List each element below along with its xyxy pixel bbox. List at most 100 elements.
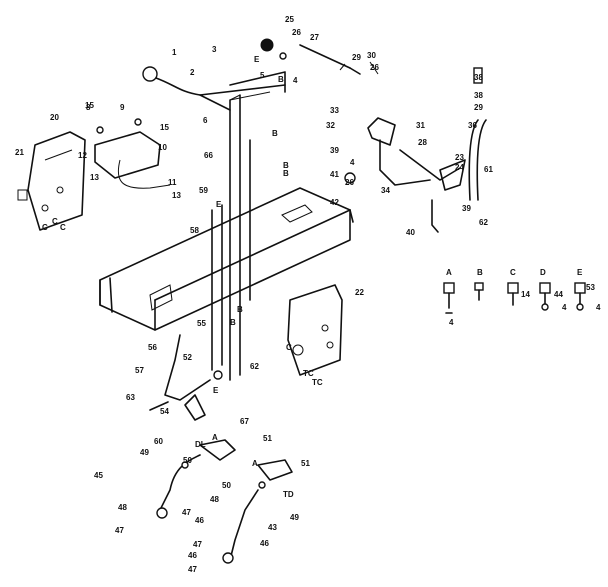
- bolt-e: [574, 282, 586, 311]
- letter-b-6: B: [230, 318, 236, 327]
- letter-e-3: E: [213, 386, 219, 395]
- right-linkage-assembly: [344, 67, 487, 233]
- callout-39: 39: [330, 146, 339, 155]
- control-box: [94, 118, 171, 189]
- lift-lever-assembly: [142, 66, 286, 111]
- callout-63: 63: [126, 393, 135, 402]
- bottom-left-linkage: [156, 439, 236, 519]
- callout-43: 43: [268, 523, 277, 532]
- legend-nut-e: 4: [596, 303, 601, 312]
- callout-52: 52: [183, 353, 192, 362]
- letter-b-4: B: [283, 169, 289, 178]
- callout-40: 40: [406, 228, 415, 237]
- callout-39b: 39: [462, 204, 471, 213]
- callout-60: 60: [154, 437, 163, 446]
- letter-c-3: C: [60, 223, 66, 232]
- callout-26: 26: [292, 28, 301, 37]
- callout-50: 50: [183, 456, 192, 465]
- callout-48: 48: [118, 503, 127, 512]
- callout-31: 31: [416, 121, 425, 130]
- callout-12: 12: [78, 151, 87, 160]
- bolt-a: [443, 282, 455, 314]
- callout-49b: 49: [290, 513, 299, 522]
- callout-46: 46: [195, 516, 204, 525]
- callout-33: 33: [330, 106, 339, 115]
- callout-58: 58: [190, 226, 199, 235]
- callout-26c: 26: [345, 178, 354, 187]
- chassis-frame: [99, 187, 351, 331]
- letter-e-4: E: [577, 268, 583, 277]
- callout-51b: 51: [301, 459, 310, 468]
- callout-24: 24: [455, 163, 464, 172]
- callout-15b: 15: [160, 123, 169, 132]
- letter-e-1: E: [254, 55, 260, 64]
- callout-47: 47: [182, 508, 191, 517]
- letter-td-1: TD: [283, 490, 294, 499]
- steering-column: [211, 94, 251, 381]
- callout-32: 32: [326, 121, 335, 130]
- callout-21: 21: [15, 148, 24, 157]
- legend-num-d: 44: [554, 290, 563, 299]
- callout-1: 1: [172, 48, 177, 57]
- letter-a-3: A: [446, 268, 452, 277]
- callout-47d: 47: [188, 565, 197, 574]
- hardware-letter-codes: A A A B B B B B B B C C C C C TC TC TD D…: [42, 55, 583, 499]
- callout-36: 36: [468, 121, 477, 130]
- callout-13b: 13: [172, 191, 181, 200]
- letter-e-2: E: [216, 200, 222, 209]
- callout-6: 6: [203, 116, 208, 125]
- callout-53: 53: [586, 283, 595, 292]
- callout-4: 4: [293, 76, 298, 85]
- callout-10: 10: [158, 143, 167, 152]
- lower-control-rod: [149, 334, 223, 421]
- callout-38b: 38: [474, 91, 483, 100]
- callout-62b: 62: [479, 218, 488, 227]
- callout-23: 23: [455, 153, 464, 162]
- letter-c-1: C: [52, 217, 58, 226]
- bottom-right-linkage: [222, 459, 293, 564]
- bolt-c: [507, 282, 519, 306]
- letter-b-5: B: [237, 305, 243, 314]
- callout-28: 28: [418, 138, 427, 147]
- callout-29b: 29: [474, 103, 483, 112]
- callout-4c: 4: [449, 318, 454, 327]
- letter-b-2: B: [272, 129, 278, 138]
- callout-47b: 47: [115, 526, 124, 535]
- callout-30: 30: [367, 51, 376, 60]
- legend-num-c: 14: [521, 290, 530, 299]
- callout-5: 5: [260, 71, 265, 80]
- callout-59: 59: [199, 186, 208, 195]
- callout-51: 51: [263, 434, 272, 443]
- callout-25: 25: [285, 15, 294, 24]
- callout-45: 45: [94, 471, 103, 480]
- callout-46b: 46: [260, 539, 269, 548]
- callout-38: 38: [474, 73, 483, 82]
- letter-a-2: A: [252, 459, 258, 468]
- callout-26b: 26: [370, 63, 379, 72]
- letter-b-1: B: [278, 75, 284, 84]
- hardware-legend: [443, 282, 586, 314]
- callout-57: 57: [135, 366, 144, 375]
- letter-c-2: C: [42, 223, 48, 232]
- callout-46c: 46: [188, 551, 197, 560]
- legend-nut-d: 4: [562, 303, 567, 312]
- right-side-bracket: [287, 284, 343, 376]
- control-rod-top: [260, 38, 379, 75]
- letter-c-4: C: [286, 343, 292, 352]
- callout-15: 15: [85, 101, 94, 110]
- legend-labels: D 14 44 4 4: [521, 268, 601, 312]
- callout-27: 27: [310, 33, 319, 42]
- letter-tc-2: TC: [312, 378, 323, 387]
- callout-9: 9: [120, 103, 125, 112]
- callout-62: 62: [250, 362, 259, 371]
- letter-b-7: B: [477, 268, 483, 277]
- letter-a-1: A: [212, 433, 218, 442]
- legend-letter-d: D: [540, 268, 546, 277]
- callout-4b: 4: [350, 158, 355, 167]
- callout-13: 13: [90, 173, 99, 182]
- callout-3: 3: [212, 45, 217, 54]
- callout-2: 2: [190, 68, 195, 77]
- letter-tc-1: TC: [303, 369, 314, 378]
- left-side-bracket: [17, 131, 86, 231]
- callout-50b: 50: [222, 481, 231, 490]
